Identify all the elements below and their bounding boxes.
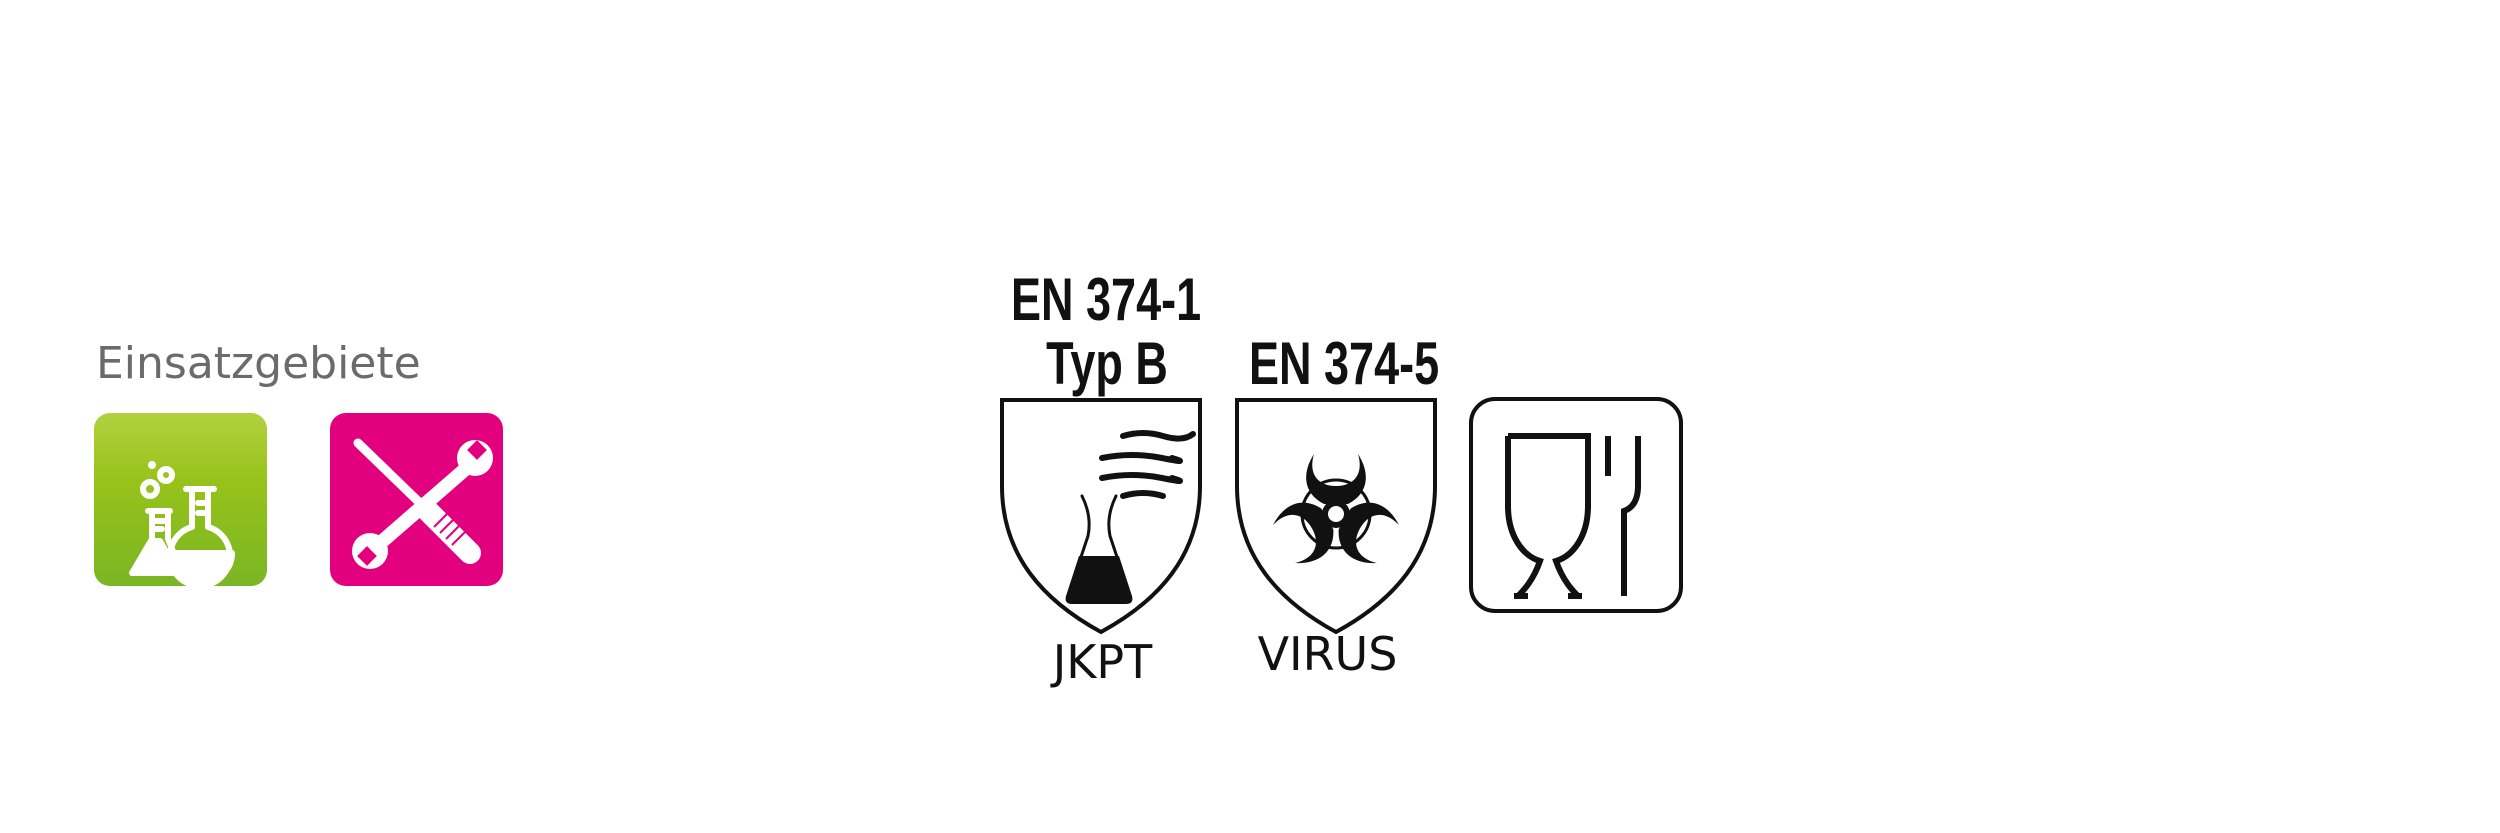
chemical-code-label: JKPT bbox=[1052, 635, 1153, 689]
application-area-mechanics bbox=[330, 413, 503, 586]
food-safe-glass-fork-icon bbox=[1469, 397, 1683, 613]
standard-label-en374-1: EN 374-1 bbox=[1011, 266, 1202, 333]
biohazard-shield-icon bbox=[1235, 398, 1437, 635]
wrench-screwdriver-icon bbox=[352, 438, 493, 569]
application-area-chemistry bbox=[94, 413, 267, 589]
flasks-icon bbox=[129, 461, 235, 589]
standard-type-label: Typ B bbox=[1046, 330, 1168, 397]
section-heading: Einsatzgebiete bbox=[96, 338, 421, 389]
virus-label: VIRUS bbox=[1257, 627, 1398, 681]
standard-label-en374-5: EN 374-5 bbox=[1249, 330, 1440, 397]
chemical-flask-shield-icon bbox=[1000, 398, 1202, 635]
